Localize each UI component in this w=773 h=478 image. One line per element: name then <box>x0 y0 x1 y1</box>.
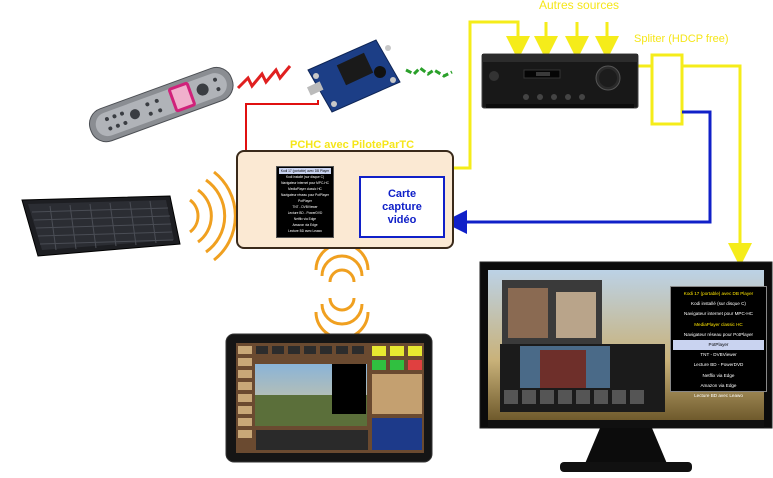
tv-launcher-menu: Kodi 17 (portable) avec DB Player Kodi i… <box>670 286 767 398</box>
wifi-tablet-icon <box>314 242 370 340</box>
pc-title: PCHC avec PiloteParTC <box>290 139 415 151</box>
other-sources-label: Autres sources <box>539 0 620 12</box>
pc-menu-item: Kodi installé (sur disque C) <box>285 175 325 179</box>
wifi-keyboard-icon <box>189 170 237 262</box>
capture-card-box: Carte capture vidéo <box>359 176 445 238</box>
splitter-box <box>650 53 684 126</box>
ir-receiver-to-pc-line <box>238 100 319 170</box>
pc-menu-item: Amazon via Edge <box>292 223 318 227</box>
hdmi-splitter-to-tv-line <box>682 64 752 267</box>
tablet <box>225 333 433 463</box>
tv-menu-item: Kodi installé (sur disque C) <box>691 301 746 307</box>
capture-card-label: Carte capture vidéo <box>382 187 422 226</box>
pc-menu-item: TNT - DVBViewer <box>292 205 318 209</box>
tv-menu-item: TNT - DVBViewer <box>700 352 737 358</box>
pc-menu-item: MediaPlayer classic HC <box>288 187 322 191</box>
pc-menu-item: Netflix via Edge <box>293 217 317 221</box>
remote-control <box>88 66 234 143</box>
tv-menu-item: Netflix via Edge <box>702 372 735 378</box>
pc-menu-item: PotPlayer <box>298 199 312 203</box>
ir-receiver-board <box>306 39 401 113</box>
tv-menu-item: Lecture BD avec Leawo <box>694 392 743 398</box>
pc-menu-item: Kodi 17 (portable) avec DB Player <box>279 168 331 174</box>
ir-signal-red-icon <box>236 65 292 90</box>
tv-menu-item: Kodi 17 (portable) avec DB Player <box>683 291 754 296</box>
tv-menu-item: Navigateur internet pour MPC-HC <box>684 311 753 317</box>
tv-menu-item: Navigateur réseau pour PotPlayer <box>683 331 754 337</box>
splitter-label: Spliter (HDCP free) <box>634 33 729 45</box>
pc-menu-item: Navigateur internet pour MPC-HC <box>281 181 329 185</box>
other-sources-arrows <box>534 22 619 60</box>
capture-splitter-to-card-line <box>443 110 712 234</box>
pc-launcher-menu: Kodi 17 (portable) avec DB Player Kodi i… <box>276 166 334 238</box>
pc-menu-item: Lecture BD avec Leawo <box>288 229 322 233</box>
pc-menu-item: Lecture BD - PowerDVD <box>287 211 323 215</box>
tv-menu-item: Lecture BD - PowerDVD <box>693 362 744 368</box>
tv-menu-item: Amazon via Edge <box>700 382 737 388</box>
wireless-keyboard <box>21 195 181 257</box>
av-receiver <box>481 53 639 109</box>
tv-menu-item: PotPlayer <box>673 339 764 351</box>
tv-menu-item: MediaPlayer classic HC <box>694 321 743 327</box>
ir-signal-green-icon <box>405 66 453 78</box>
hdmi-pc-to-receiver-line <box>454 20 530 170</box>
pc-menu-item: Navigateur réseau pour PotPlayer <box>280 193 330 197</box>
